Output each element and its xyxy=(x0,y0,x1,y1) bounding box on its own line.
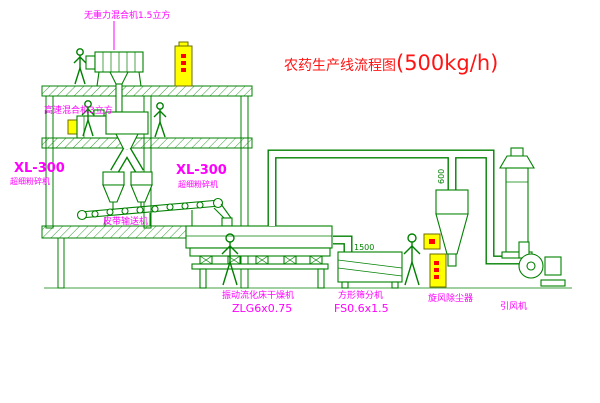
splitter-ducts xyxy=(110,147,144,175)
person-1 xyxy=(73,48,87,85)
person-5 xyxy=(403,233,421,286)
label-sifter-model: FS0.6x1.5 xyxy=(334,302,389,315)
label-dryer-model: ZLG6x0.75 xyxy=(232,302,292,315)
label-mill-left-model: XL-300 xyxy=(14,161,65,176)
exhaust-stack xyxy=(499,147,535,259)
dimension-sifter-feed: 1500 xyxy=(354,243,374,252)
label-mill-right-name: 超细粉碎机 xyxy=(178,179,218,189)
feed-hopper xyxy=(105,111,149,151)
label-fan: 引风机 xyxy=(500,300,527,312)
square-sifter xyxy=(337,251,403,289)
label-cyclone: 旋风除尘器 xyxy=(428,292,473,304)
label-high-speed-mixer: 高速混合机3立方 xyxy=(44,104,113,116)
control-cabinet-top xyxy=(174,41,193,87)
induced-draft-fan xyxy=(518,241,566,287)
person-4 xyxy=(221,233,239,286)
mill-right xyxy=(130,171,153,208)
sifter-feed-duct xyxy=(333,235,353,254)
control-cabinet-bottom xyxy=(429,253,447,288)
exhaust-duct xyxy=(267,149,521,265)
fluid-bed-dryer xyxy=(185,217,333,289)
label-belt-conveyor: 皮带输送机 xyxy=(103,215,148,227)
label-mill-right-model: XL-300 xyxy=(176,163,227,178)
belt-conveyor xyxy=(76,197,232,226)
page-title-capacity: (500kg/h) xyxy=(396,51,498,75)
label-sifter-name: 方形筛分机 xyxy=(338,289,383,301)
control-box-small xyxy=(423,233,441,250)
label-gravity-mixer: 无重力混合机1.5立方 xyxy=(84,9,170,21)
gravity-mixer xyxy=(85,51,144,113)
page-title-name: 农药生产线流程图 xyxy=(284,58,396,74)
cyclone-separator xyxy=(435,189,469,267)
page-title: 农药生产线流程图(500kg/h) xyxy=(284,51,498,75)
person-2 xyxy=(81,100,95,137)
dimension-cyclone: 600 xyxy=(437,169,446,184)
mill-left xyxy=(102,171,125,210)
person-3 xyxy=(153,102,167,138)
label-dryer-name: 振动流化床干燥机 xyxy=(222,289,294,301)
label-mill-left-name: 超细粉碎机 xyxy=(10,176,50,186)
